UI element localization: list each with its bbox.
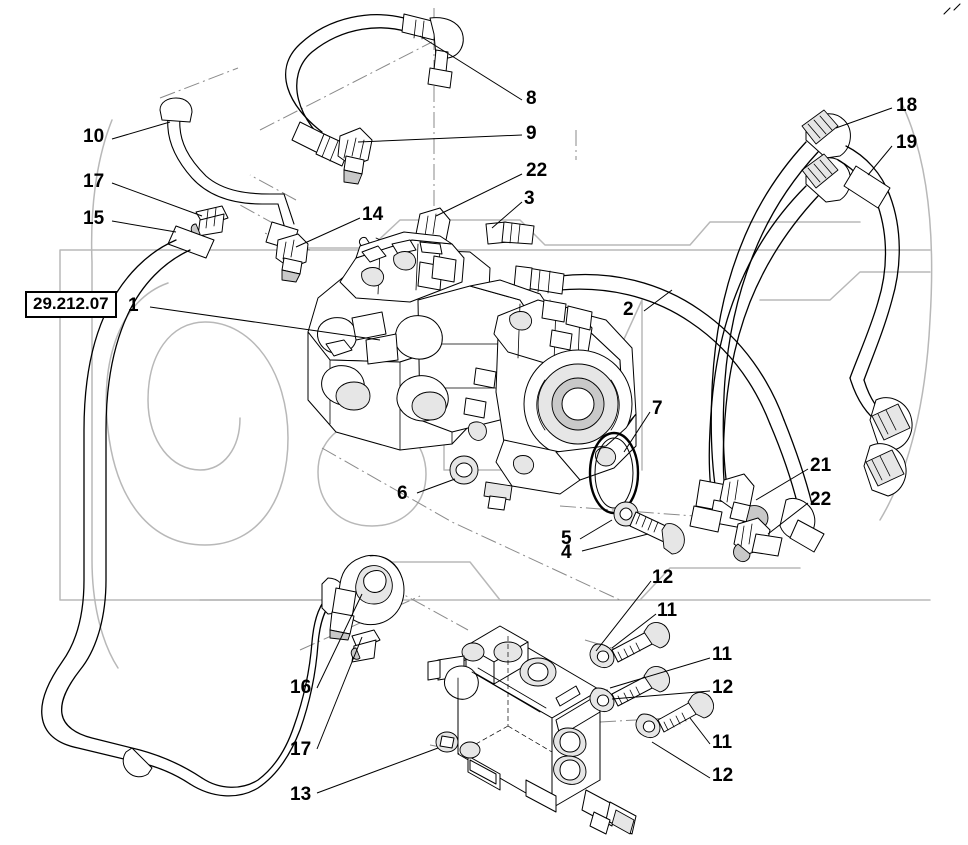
part-10-hydraulic-tube	[159, 97, 299, 251]
callout-2: 2	[623, 299, 634, 320]
part-11-12-bolt-washer-lower	[635, 692, 715, 739]
part-22-lower-elbow-fitting	[733, 517, 783, 563]
callout-11-b: 11	[712, 644, 733, 665]
callout-3: 3	[524, 188, 535, 209]
callout-14: 14	[362, 204, 384, 225]
part-18-elbow-fittings	[801, 109, 851, 203]
part-6-washer	[449, 455, 479, 485]
part-9-elbow-fitting	[337, 127, 373, 185]
part-13-plug	[435, 731, 459, 753]
callout-18: 18	[896, 95, 918, 116]
callout-6: 6	[397, 483, 408, 504]
callout-12-a: 12	[652, 567, 674, 588]
part-17-connector-upper	[190, 205, 229, 237]
part-2-hydraulic-hose	[513, 265, 825, 553]
callout-12-c: 12	[712, 765, 734, 786]
callout-17-a: 17	[83, 171, 105, 192]
reference-code-box: 29.212.07	[25, 291, 117, 318]
callout-10: 10	[83, 126, 105, 147]
callout-13: 13	[290, 784, 312, 805]
part-8-upper-hose	[285, 13, 464, 167]
callout-leader-lines	[111, 35, 893, 794]
callout-11-c: 11	[712, 732, 733, 753]
callout-4: 4	[561, 542, 572, 563]
part-5-washer	[613, 501, 639, 527]
right-vertical-hoses	[689, 141, 819, 533]
part-1-hydraulic-pump-assembly	[307, 231, 637, 495]
part-3-hose-fitting	[485, 221, 535, 245]
part-11-12-bolt-washer-middle	[589, 666, 671, 713]
callout-22-b: 22	[810, 489, 832, 510]
part-14-elbow-fitting	[275, 233, 309, 283]
part-17-connector-lower	[350, 629, 381, 663]
callout-1: 1	[128, 295, 139, 316]
control-valve-block	[427, 625, 637, 835]
callout-8: 8	[526, 88, 537, 109]
part-4-bolt	[629, 511, 685, 555]
part-11-12-bolt-washer-upper	[589, 622, 671, 669]
callout-9: 9	[526, 123, 537, 144]
callout-17-b: 17	[290, 739, 312, 760]
part-16-solenoid-valve	[329, 554, 405, 641]
drain-plug-below-pump	[483, 481, 513, 511]
callout-21: 21	[810, 455, 832, 476]
registration-tick-marks	[943, 3, 961, 15]
callout-22-a: 22	[526, 160, 548, 181]
callout-16: 16	[290, 677, 312, 698]
callout-19: 19	[896, 132, 918, 153]
callout-5: 5	[561, 528, 572, 549]
callout-15: 15	[83, 208, 105, 229]
callout-12-b: 12	[712, 677, 734, 698]
callout-7: 7	[652, 398, 663, 419]
part-15-hose-end	[167, 225, 215, 259]
part-19-hydraulic-hose	[837, 145, 913, 497]
callout-11-a: 11	[657, 600, 678, 621]
